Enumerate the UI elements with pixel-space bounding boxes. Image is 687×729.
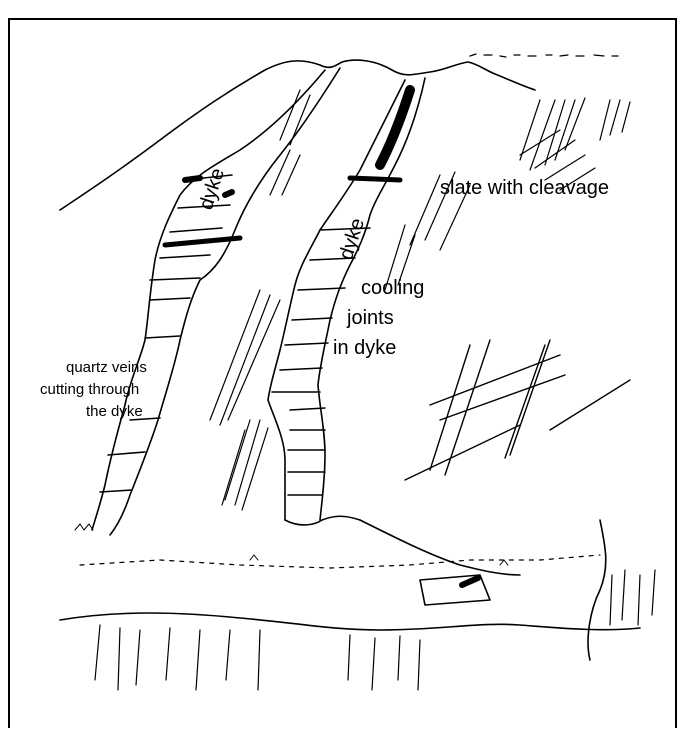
- center-dyke-dark-fill-2: [350, 178, 400, 180]
- cleavage-between-dykes: [210, 290, 280, 510]
- cleavage-upper-right: [520, 98, 630, 170]
- right-cliff-strokes: [610, 570, 655, 625]
- lower-ridge: [360, 520, 520, 575]
- left-dyke-right-edge: [110, 68, 340, 535]
- quartz-vein-set: [405, 340, 630, 480]
- right-cliff-edge: [588, 520, 606, 660]
- center-dyke-right-edge: [318, 78, 425, 520]
- label-quartz-veins: quartz veins: [66, 360, 147, 375]
- label-cutting-through: cutting through: [40, 382, 139, 397]
- label-the-dyke: the dyke: [86, 404, 143, 419]
- scree-line: [80, 555, 600, 568]
- label-cooling: cooling: [361, 278, 424, 298]
- ridge-dashes-right: [470, 54, 618, 57]
- left-dyke-left-edge: [92, 70, 325, 530]
- label-in-dyke: in dyke: [333, 338, 396, 358]
- foreground-strokes: [95, 625, 420, 690]
- foreground-ledge: [60, 613, 640, 630]
- center-dyke-base: [285, 516, 360, 525]
- small-block-fill: [462, 578, 478, 585]
- label-joints: joints: [347, 308, 394, 328]
- label-slate-with-cleavage: slate with cleavage: [440, 178, 609, 198]
- left-dyke-joints: [100, 175, 232, 492]
